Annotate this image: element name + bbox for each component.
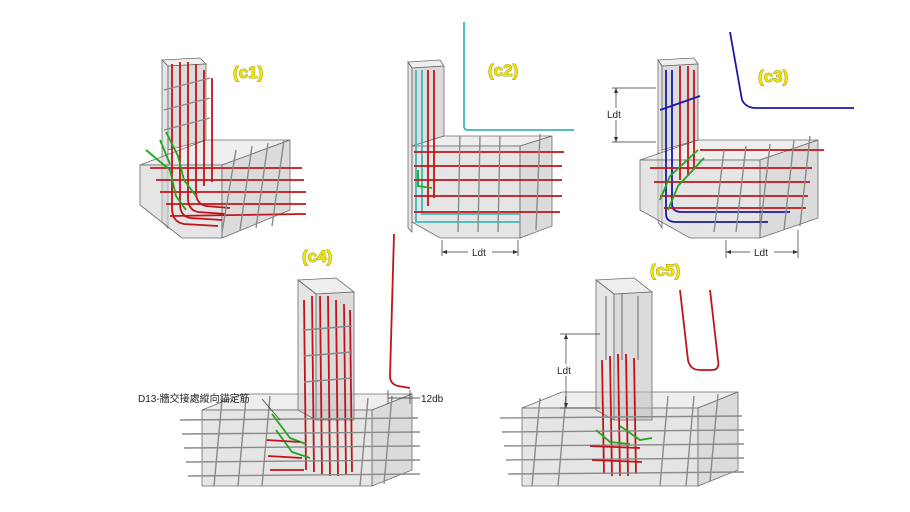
c5-vertical-bars <box>601 294 639 477</box>
c1-dist-bars <box>163 77 285 233</box>
c2-ldt-label: Ldt <box>472 248 486 259</box>
c3-ldt-vertical-label: Ldt <box>607 110 621 121</box>
c2-ldt-dimension: Ldt <box>441 240 519 259</box>
c1-horizontal-bars <box>150 167 307 217</box>
panel-c2: Ldt (c2) <box>407 22 574 259</box>
panel-c1: (c1) <box>139 57 307 239</box>
c5-horizontal-bars <box>499 415 745 475</box>
c5-dist-bars <box>531 393 719 487</box>
c3-sample-bar <box>729 31 854 109</box>
c2-vertical-bars <box>415 70 520 223</box>
c4-hook-dimension: 12db <box>387 390 444 405</box>
c2-label: (c2) <box>488 61 518 80</box>
c4-hook-label: 12db <box>421 394 444 405</box>
c2-sample-bar <box>463 22 574 131</box>
c5-ldt-label: Ldt <box>557 366 571 377</box>
c5-sample-bar <box>679 289 720 371</box>
c3-vertical-bars <box>659 66 790 223</box>
c3-ldt-horizontal-label: Ldt <box>754 248 768 259</box>
c4-anchor-note: D13-牆交接處縱向錨定筋 <box>138 392 281 421</box>
panel-c4: D13-牆交接處縱向錨定筋 12db (c4) <box>138 233 444 487</box>
c3-label: (c3) <box>758 67 788 86</box>
c5-anchor-bars <box>589 425 653 463</box>
panel-c3: Ldt Ldt (c3) <box>604 31 854 259</box>
c3-horizontal-bars <box>650 149 824 209</box>
c3-anchor-bars <box>659 149 705 211</box>
c4-label: (c4) <box>302 247 332 266</box>
c1-label: (c1) <box>233 63 263 82</box>
c3-ldt-horizontal-dimension: Ldt <box>725 230 799 259</box>
c4-dist-bars <box>213 325 393 487</box>
c4-anchor-bars <box>265 413 311 471</box>
c4-sample-bar <box>389 233 411 389</box>
c5-ldt-dimension: Ldt <box>554 333 600 409</box>
c4-note-text: D13-牆交接處縱向錨定筋 <box>138 392 250 405</box>
c2-dist-bars <box>457 133 541 233</box>
c5-label: (c5) <box>650 261 680 280</box>
c3-dist-bars <box>713 135 811 233</box>
panel-c5: Ldt (c5) <box>499 261 745 487</box>
c1-anchor-bars <box>145 131 197 211</box>
c3-ldt-vertical-dimension: Ldt <box>604 87 656 143</box>
